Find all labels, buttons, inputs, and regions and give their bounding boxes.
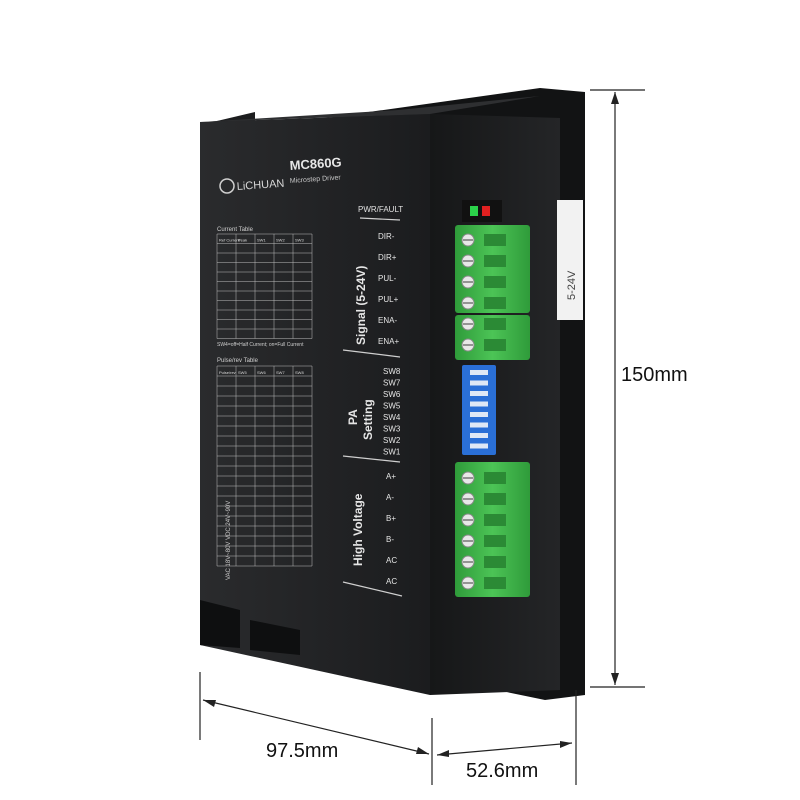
signal-terminal-block xyxy=(455,225,530,360)
wire-slot xyxy=(484,339,506,351)
table-header-cell: SW6 xyxy=(257,370,266,375)
dimension-lines xyxy=(199,89,645,785)
width-dimension-label: 97.5mm xyxy=(266,740,339,762)
pin-label: B- xyxy=(386,535,394,544)
wire-slot xyxy=(484,493,506,505)
dip-lever[interactable] xyxy=(470,401,488,407)
led-green xyxy=(470,206,478,216)
pin-label: DIR+ xyxy=(378,253,397,262)
power-note: VAC 18V~80V VDC 24V~90V xyxy=(226,501,232,580)
led-red xyxy=(482,206,490,216)
mounting-feet xyxy=(200,600,300,655)
model-number: MC860G xyxy=(289,154,342,173)
dip-lever[interactable] xyxy=(470,370,488,375)
wire-slot xyxy=(484,318,506,330)
wire-slot xyxy=(484,234,506,246)
pin-label: SW3 xyxy=(383,425,401,434)
dip-lever[interactable] xyxy=(470,380,488,386)
dip-lever[interactable] xyxy=(470,422,488,428)
wire-slot xyxy=(484,255,506,267)
pin-label: A+ xyxy=(386,472,396,481)
height-dimension-label: 150mm xyxy=(621,364,688,386)
pin-label: ENA- xyxy=(378,316,397,325)
signal-pin-labels: DIR- DIR+ PUL- PUL+ ENA- ENA+ xyxy=(378,232,399,346)
model-subtitle: Microstep Driver xyxy=(290,174,342,185)
pin-label: SW4 xyxy=(383,413,401,422)
pin-label: AC xyxy=(386,556,397,565)
wire-slot xyxy=(484,472,506,484)
status-leds xyxy=(462,200,502,222)
driver-front-face xyxy=(200,114,430,695)
table-header-cell: SW2 xyxy=(276,238,285,243)
wire-slot xyxy=(484,535,506,547)
brand-logo: LiCHUAN xyxy=(219,178,285,194)
table-header-cell: SW8 xyxy=(295,370,304,375)
pulse-table-title: Pulse/rev Table xyxy=(217,358,259,364)
pin-label: DIR- xyxy=(378,232,395,241)
current-table-note: SW4=off=Half Current; on=Full Current xyxy=(217,342,304,348)
table-header-cell: Ref Current xyxy=(219,238,241,243)
power-section-label: High Voltage xyxy=(351,493,365,566)
setting-section-label-2: Setting xyxy=(361,399,375,440)
power-terminal-block xyxy=(455,462,530,597)
dip-lever[interactable] xyxy=(470,433,488,438)
pin-label: SW8 xyxy=(383,367,401,376)
pin-label: SW5 xyxy=(383,402,401,411)
depth-dimension-label: 52.6mm xyxy=(466,760,539,782)
table-header-cell: Pulse/rev xyxy=(219,370,236,375)
pin-label: A- xyxy=(386,493,394,502)
table-header-cell: SW7 xyxy=(276,370,285,375)
wire-slot xyxy=(484,577,506,589)
pin-label: SW2 xyxy=(383,436,401,445)
wire-slot xyxy=(484,556,506,568)
dip-lever[interactable] xyxy=(470,391,488,396)
current-table-title: Current Table xyxy=(217,227,254,233)
table-header-cell: Peak xyxy=(238,238,247,243)
table-header-cell: SW3 xyxy=(295,238,304,243)
pin-label: ENA+ xyxy=(378,337,399,346)
panel-dividers xyxy=(342,217,403,597)
power-pin-labels: A+ A- B+ B- AC AC xyxy=(386,472,397,586)
side-sticker: 5-24V xyxy=(557,200,583,320)
pin-label: SW1 xyxy=(383,448,401,457)
pin-label: AC xyxy=(386,577,397,586)
wire-slot xyxy=(484,297,506,309)
brand-name: LiCHUAN xyxy=(236,178,284,193)
pin-label: B+ xyxy=(386,514,396,523)
signal-section-label: Signal (5-24V) xyxy=(354,266,368,345)
dip-lever[interactable] xyxy=(470,412,488,417)
side-sticker-label: 5-24V xyxy=(566,270,578,300)
pwr-fault-label: PWR/FAULT xyxy=(358,205,403,214)
table-header-cell: SW5 xyxy=(238,370,247,375)
pin-label: SW6 xyxy=(383,390,401,399)
dip-lever[interactable] xyxy=(470,443,488,449)
table-header-cell: SW1 xyxy=(257,238,266,243)
pin-label: PUL- xyxy=(378,274,397,283)
pin-label: PUL+ xyxy=(378,295,399,304)
setting-section-label-1: PA xyxy=(346,409,360,425)
wire-slot xyxy=(484,514,506,526)
wire-slot xyxy=(484,276,506,288)
pin-label: SW7 xyxy=(383,379,401,388)
dip-switch[interactable] xyxy=(462,365,496,455)
